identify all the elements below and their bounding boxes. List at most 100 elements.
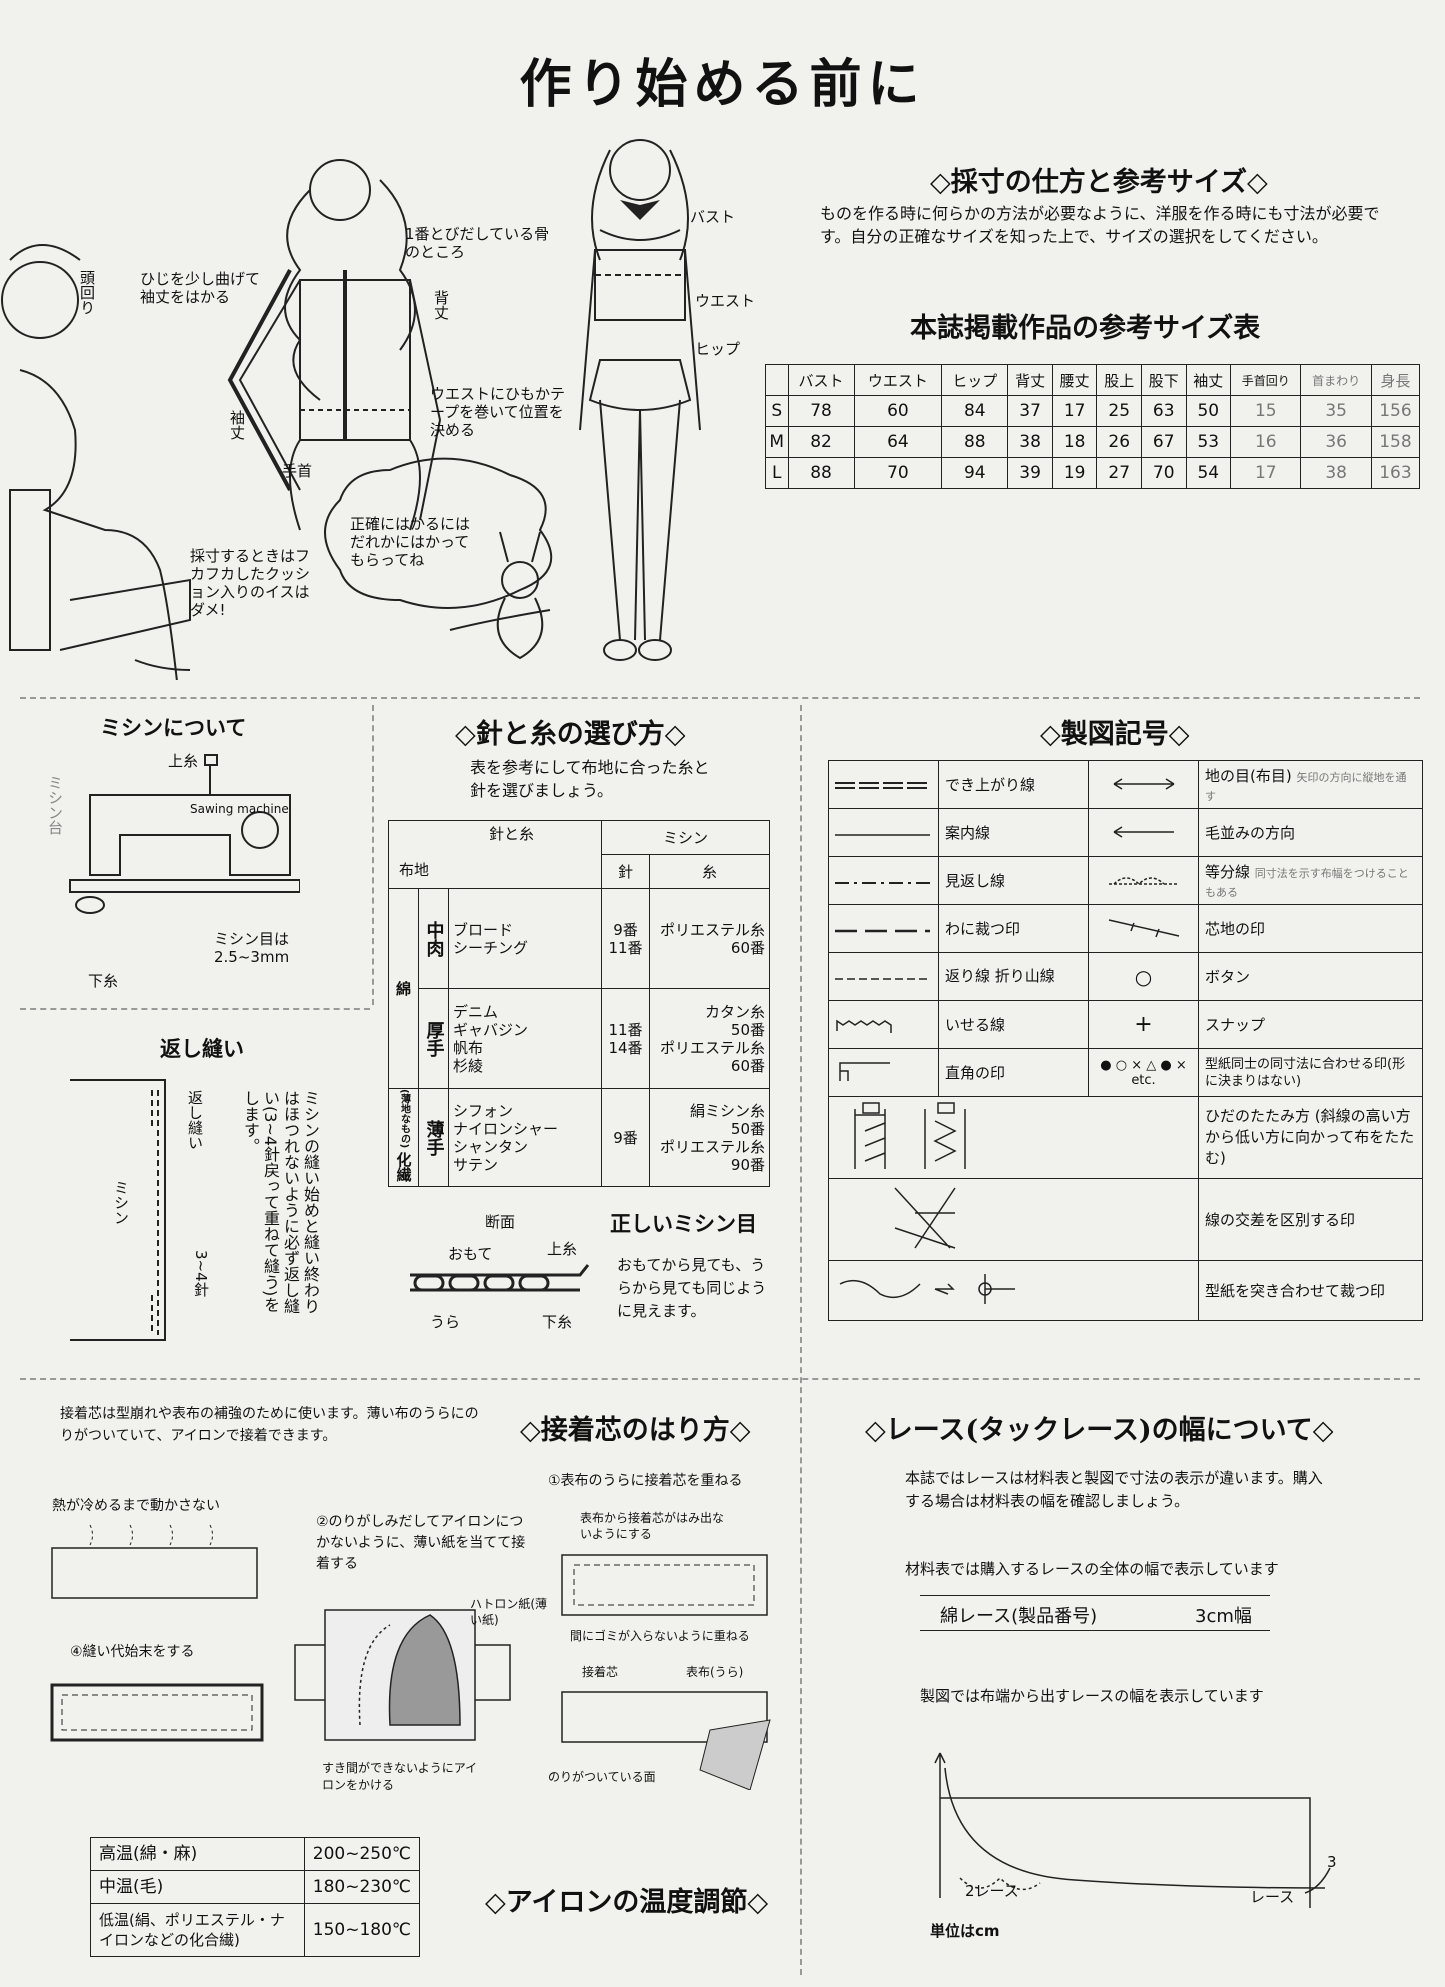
divider xyxy=(20,697,1420,699)
stitch-count-label: 3~4針 xyxy=(192,1250,210,1297)
right-angle-icon xyxy=(839,1061,890,1081)
machine-side-label: ミシン台 xyxy=(46,775,64,835)
table-row: 高温(綿・麻)200~250℃ xyxy=(90,1837,421,1871)
backstitch-text: ミシンの縫い始めと縫い終わりはほつれないように必ず返し縫い(3~4針戻って重ねて… xyxy=(241,1090,320,1314)
bubble-text: 正確にはかるにはだれかにはかってもらってね xyxy=(350,515,471,569)
iron-temp-table: 高温(綿・麻)200~250℃ 中温(毛)180~230℃ 低温(絹、ポリエステ… xyxy=(90,1837,421,1957)
ease-line-icon xyxy=(836,1019,892,1035)
fold-cut-icon xyxy=(835,929,930,932)
elbow-label: ひじを少し曲げて袖丈をはかる xyxy=(140,270,261,306)
table-row: 直角の印● ○ × △ ● × etc.型紙同士の同寸法に合わせる印(形に決まり… xyxy=(828,1048,1423,1097)
lace-width: 3cm幅 xyxy=(1195,1606,1252,1627)
back-label: うら xyxy=(430,1313,461,1331)
needle-heading: ◇針と糸の選び方◇ xyxy=(455,719,686,750)
table-row: わに裁つ印芯地の印 xyxy=(828,904,1423,953)
table-row: でき上がり線地の目(布目) 矢印の方向に縦地を通す xyxy=(828,760,1423,809)
divider xyxy=(800,705,802,1975)
neckbone-label: 1番とびだしている骨のところ xyxy=(405,225,550,261)
symbols-table: でき上がり線地の目(布目) 矢印の方向に縦地を通す 案内線毛並みの方向 見返し線… xyxy=(828,760,1423,1321)
table-row: 線の交差を区別する印 xyxy=(828,1178,1423,1261)
divider xyxy=(372,705,374,1005)
back-length-label: 背丈 xyxy=(432,290,450,320)
unit-label: 単位はcm xyxy=(930,1922,1000,1940)
table-row: 型紙を突き合わせて裁つ印 xyxy=(828,1260,1423,1321)
lower-thread-label: 下糸 xyxy=(542,1313,573,1331)
waist-label: ウエスト xyxy=(695,292,756,310)
butt-joint-diagram xyxy=(839,1273,1015,1304)
step1-layer-diagram xyxy=(561,1691,771,1790)
interfacing-label: 接着芯 xyxy=(582,1665,619,1679)
interfacing-intro: 接着芯は型崩れや表布の補強のために使います。薄い布のうらにのりがついていて、アイ… xyxy=(60,1406,479,1444)
lace-3-label: 3 xyxy=(1327,1853,1337,1871)
sewing-machine-illustration xyxy=(69,754,300,914)
facing-line-icon xyxy=(835,881,930,884)
step1-label: ①表布のうらに接着芯を重ねる xyxy=(548,1473,743,1489)
step1-note-b: 間にゴミが入らないように重ねる xyxy=(570,1629,750,1643)
pleat-diagram xyxy=(854,1101,966,1169)
step4-diagram xyxy=(50,1683,264,1742)
needle-thread-table: 針と糸 布地 ミシン 針糸 綿 中肉 ブロード シーチング 9番 11番 ポリエ… xyxy=(388,820,770,1188)
left-arrow-icon xyxy=(1113,825,1174,838)
step2-note: すき間ができないようにアイロンをかける xyxy=(322,1761,478,1792)
lace-item: 綿レース(製品番号) xyxy=(940,1606,1098,1627)
machine-brand: Sawing machine xyxy=(190,802,289,816)
interfacing-heading: ◇接着芯のはり方◇ xyxy=(520,1415,751,1446)
button-symbol: ○ xyxy=(1088,952,1199,1001)
correct-stitch-text: おもてから見ても、うらから見ても同じように見えます。 xyxy=(617,1256,767,1320)
iron-heading: ◇アイロンの温度調節◇ xyxy=(485,1887,769,1918)
double-arrow-icon xyxy=(1113,777,1174,790)
measurement-illustration xyxy=(1,139,701,680)
lace-label: レース xyxy=(1250,1888,1295,1906)
measure-intro: ものを作る時に何らかの方法が必要なように、洋服を作る時にも寸法が必要です。自分の… xyxy=(820,204,1380,246)
guide-line-icon xyxy=(835,833,930,836)
measure-heading: ◇採寸の仕方と参考サイズ◇ xyxy=(930,167,1268,198)
head-circ-label: 頭回り xyxy=(78,270,96,315)
finished-line-icon xyxy=(835,781,930,789)
sleeve-length-label: 袖丈 xyxy=(228,410,246,440)
hip-label: ヒップ xyxy=(695,340,741,358)
lace-draft-diagram xyxy=(934,1752,1331,1908)
chair-warning-label: 採寸するときはフカフカしたクッション入りのイスはダメ! xyxy=(190,547,311,619)
upper-thread-label: 上糸 xyxy=(168,752,199,770)
table-row: 見返し線等分線 同寸法を示す布幅をつけることもある xyxy=(828,856,1423,905)
interfacing-mark-icon xyxy=(1108,918,1179,937)
step3-diagram xyxy=(51,1524,258,1599)
table-row: 厚手 デニム ギャバジン 帆布 杉綾 11番 14番 カタン糸 50番 ポリエス… xyxy=(389,988,770,1089)
lace-2-label: 2レース xyxy=(965,1882,1019,1900)
fold-line-icon xyxy=(835,977,930,980)
glue-side-label: のりがついている面 xyxy=(548,1770,656,1784)
needle-intro: 表を参考にして布地に合った糸と針を選びましょう。 xyxy=(470,758,710,800)
size-table-title: 本誌掲載作品の参考サイズ表 xyxy=(910,313,1261,344)
symbols-heading: ◇製図記号◇ xyxy=(1040,719,1190,750)
lace-intro: 本誌ではレースは材料表と製図で寸法の表示が違います。購入する場合は材料表の幅を確… xyxy=(905,1469,1323,1510)
page-title: 作り始める前に xyxy=(519,54,926,115)
lower-thread-label: 下糸 xyxy=(88,972,119,990)
step3-label: 熱が冷めるまで動かさない xyxy=(52,1498,220,1514)
backstitch-diagram xyxy=(70,1079,166,1341)
lace-heading: ◇レース(タックレース)の幅について◇ xyxy=(865,1415,1334,1446)
fabric-back-label: 表布(うら) xyxy=(686,1665,744,1679)
stitch-length-label: ミシン目は 2.5~3mm xyxy=(214,930,290,966)
machine-heading: ミシンについて xyxy=(100,716,247,740)
bust-label: バスト xyxy=(690,208,736,226)
machine-line-label: ミシン xyxy=(112,1180,130,1225)
table-row: (薄地なもの)化繊 薄手 シフォン ナイロンシャー シャンタン サテン 9番 絹… xyxy=(388,1087,770,1188)
table-row: 案内線毛並みの方向 xyxy=(828,808,1423,857)
table-row: ひだのたたみ方 (斜線の高い方から低い方に向かって布をたたむ) xyxy=(828,1096,1423,1179)
correct-stitch-heading: 正しいミシン目 xyxy=(610,1212,757,1236)
table-row: 綿 中肉 ブロード シーチング 9番 11番 ポリエステル糸 60番 xyxy=(388,888,770,1089)
tracing-paper-label: ハトロン紙(薄い紙) xyxy=(470,1597,548,1627)
equal-division-icon xyxy=(1108,876,1179,885)
wrist-label: 手首 xyxy=(282,462,313,480)
table-row: 中温(毛)180~230℃ xyxy=(90,1870,421,1904)
crossing-diagram xyxy=(894,1186,956,1249)
upper-thread-label: 上糸 xyxy=(547,1240,578,1258)
divider xyxy=(20,1008,370,1010)
lace-material-row: 綿レース(製品番号) 3cm幅 xyxy=(920,1595,1270,1631)
divider xyxy=(20,1378,1420,1380)
table-row: いせる線+スナップ xyxy=(828,1000,1423,1049)
lace-note-2: 製図では布端から出すレースの幅を表示しています xyxy=(920,1687,1264,1705)
lace-note-1: 材料表では購入するレースの全体の幅で表示しています xyxy=(905,1560,1279,1578)
